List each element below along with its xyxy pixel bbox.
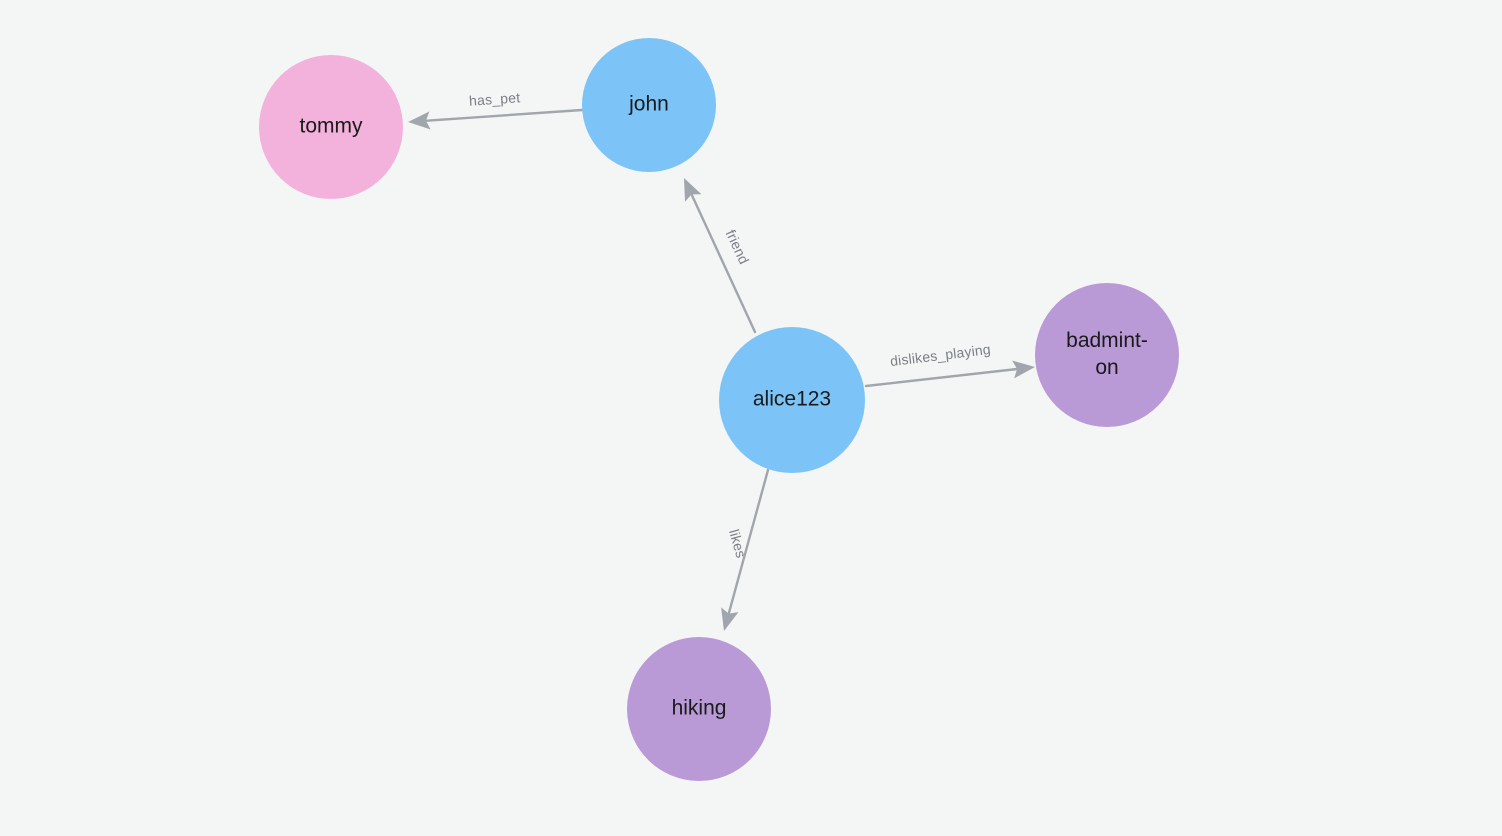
node-label: badmint- (1066, 329, 1148, 352)
edge-line[interactable] (727, 468, 770, 614)
node-circle[interactable] (582, 38, 716, 172)
graph-node-john[interactable]: john (582, 38, 716, 172)
graph-node-badminton[interactable]: badmint-on (1035, 283, 1179, 427)
edge-arrowhead (1012, 360, 1035, 379)
graph-node-tommy[interactable]: tommy (259, 55, 403, 199)
node-label: john (628, 93, 669, 116)
edge-label: has_pet (469, 89, 521, 109)
edge-line[interactable] (690, 194, 757, 334)
node-label: on (1095, 356, 1118, 379)
edge-arrowhead (721, 607, 739, 631)
node-circle[interactable] (1035, 283, 1179, 427)
edge-arrowhead (408, 111, 431, 130)
nodes-layer: tommy john alice123 badmint-on hiking (259, 38, 1179, 781)
node-circle[interactable] (259, 55, 403, 199)
node-circle[interactable] (627, 637, 771, 781)
edge-label: friend (723, 227, 753, 267)
edge-label: dislikes_playing (889, 341, 991, 369)
node-label: hiking (672, 697, 727, 720)
edge-line[interactable] (864, 367, 1018, 388)
edge-label: likes (726, 527, 749, 559)
edge-arrowhead (684, 178, 702, 202)
edges-layer (408, 108, 1035, 631)
node-label: alice123 (753, 388, 831, 411)
graph-node-hiking[interactable]: hiking (627, 637, 771, 781)
node-label: tommy (300, 115, 364, 138)
node-circle[interactable] (719, 327, 865, 473)
graph-node-alice123[interactable]: alice123 (719, 327, 865, 473)
edge-line[interactable] (425, 108, 584, 122)
